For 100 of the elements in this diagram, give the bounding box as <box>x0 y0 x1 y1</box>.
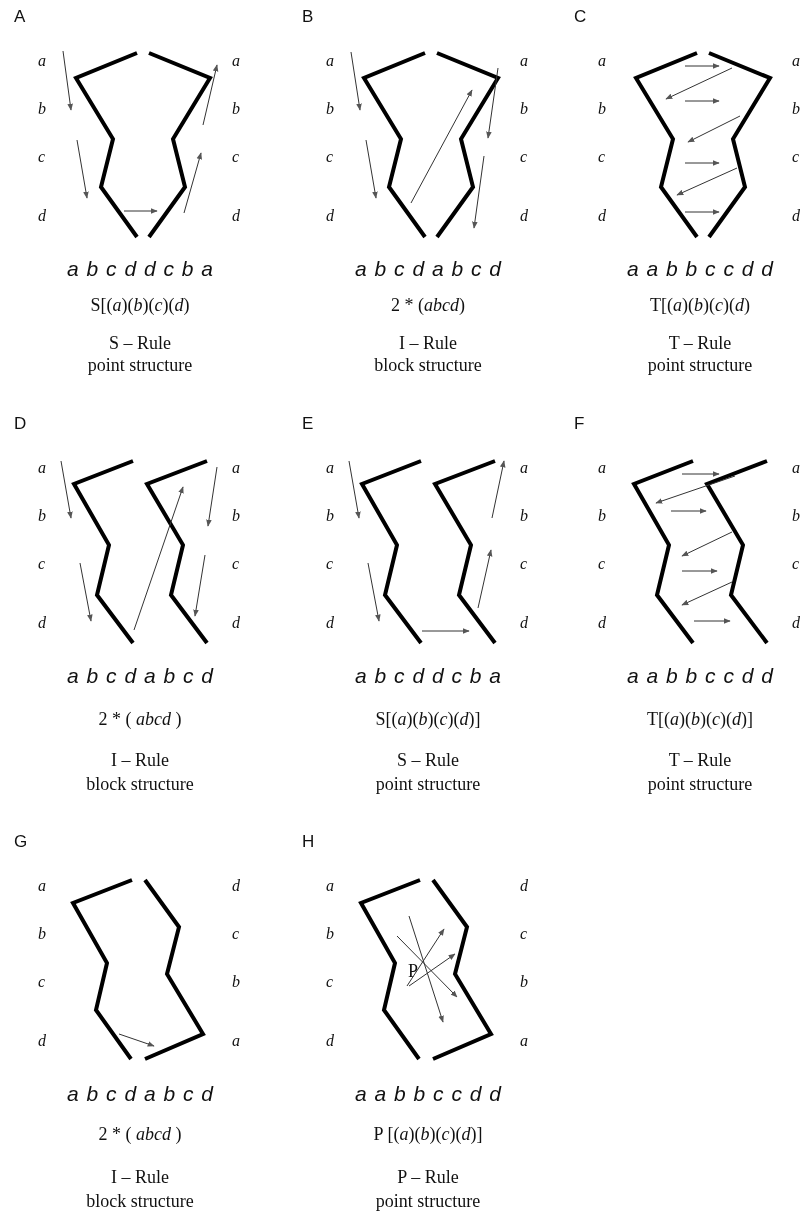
structure-type: block structure <box>86 775 194 793</box>
row-letter: d <box>326 1033 334 1049</box>
row-letter: d <box>232 615 240 631</box>
row-letter: d <box>520 615 528 631</box>
panel-letter: C <box>574 8 587 25</box>
rule-name: S – Rule <box>397 751 459 769</box>
panel-letter: F <box>574 415 585 432</box>
row-letter: a <box>792 460 800 476</box>
row-letter: b <box>326 926 334 942</box>
row-letter: a <box>598 53 606 69</box>
row-letter: a <box>326 53 334 69</box>
rule-name: P – Rule <box>397 1168 459 1186</box>
row-letter: a <box>520 53 528 69</box>
row-letter: a <box>232 460 240 476</box>
row-letter: b <box>326 508 334 524</box>
row-letter: a <box>792 53 800 69</box>
rule-name: I – Rule <box>111 751 169 769</box>
rule-name: I – Rule <box>111 1168 169 1186</box>
structure-type: point structure <box>647 356 753 374</box>
row-letter: d <box>598 615 606 631</box>
row-letter: a <box>38 53 46 69</box>
row-letter: b <box>598 101 606 117</box>
structure-type: point structure <box>375 775 481 793</box>
letter-sequence: a b c d a b c d <box>67 1083 213 1104</box>
row-letter: a <box>232 1033 240 1049</box>
row-letter: c <box>232 149 240 165</box>
row-letter: c <box>520 926 528 942</box>
point-label: P <box>408 962 418 980</box>
row-letter: a <box>38 460 46 476</box>
panel-letter: B <box>302 8 314 25</box>
rule-name: I – Rule <box>399 334 457 352</box>
row-letter: b <box>38 508 46 524</box>
row-letter: c <box>326 149 334 165</box>
row-letter: b <box>792 508 800 524</box>
row-letter: b <box>326 101 334 117</box>
rule-formula: T[(a)(b)(c)(d)] <box>647 710 753 728</box>
row-letter: c <box>232 556 240 572</box>
row-letter: c <box>520 149 528 165</box>
rule-formula: S[(a)(b)(c)(d)] <box>375 710 481 728</box>
row-letter: d <box>38 615 46 631</box>
row-letter: a <box>38 878 46 894</box>
letter-sequence: a b c d d c b a <box>67 258 213 279</box>
row-letter: c <box>598 149 606 165</box>
row-letter: b <box>520 508 528 524</box>
rule-name: T – Rule <box>668 751 732 769</box>
row-letter: c <box>232 926 240 942</box>
row-letter: d <box>326 615 334 631</box>
rule-formula: P [(a)(b)(c)(d)] <box>373 1125 483 1143</box>
rule-formula: 2 * ( abcd ) <box>98 1125 182 1143</box>
row-letter: d <box>520 878 528 894</box>
row-letter: d <box>792 208 800 224</box>
panel-letter: A <box>14 8 26 25</box>
rule-formula: T[(a)(b)(c)(d) <box>650 296 750 314</box>
row-letter: b <box>232 508 240 524</box>
row-letter: a <box>520 1033 528 1049</box>
row-letter: b <box>38 926 46 942</box>
letter-sequence: a a b b c c d d <box>355 1083 501 1104</box>
row-letter: a <box>520 460 528 476</box>
row-letter: b <box>598 508 606 524</box>
letter-sequence: a b c d a b c d <box>67 665 213 686</box>
rule-formula: 2 * ( abcd ) <box>98 710 182 728</box>
row-letter: b <box>520 974 528 990</box>
panel-letter: D <box>14 415 27 432</box>
row-letter: d <box>38 1033 46 1049</box>
structure-type: point structure <box>87 356 193 374</box>
letter-sequence: a b c d a b c d <box>355 258 501 279</box>
panel-letter: E <box>302 415 314 432</box>
rule-formula: 2 * (abcd) <box>391 296 465 314</box>
row-letter: b <box>520 101 528 117</box>
row-letter: c <box>792 556 800 572</box>
row-letter: a <box>598 460 606 476</box>
rule-formula: S[(a)(b)(c)(d) <box>90 296 190 314</box>
rule-name: S – Rule <box>109 334 171 352</box>
row-letter: d <box>792 615 800 631</box>
row-letter: c <box>38 556 46 572</box>
structure-type: point structure <box>375 1192 481 1210</box>
row-letter: d <box>598 208 606 224</box>
row-letter: c <box>520 556 528 572</box>
structure-type: block structure <box>374 356 482 374</box>
row-letter: d <box>232 878 240 894</box>
row-letter: b <box>792 101 800 117</box>
row-letter: c <box>326 556 334 572</box>
panel-letter: H <box>302 833 315 850</box>
row-letter: c <box>598 556 606 572</box>
row-letter: d <box>326 208 334 224</box>
structure-type: block structure <box>86 1192 194 1210</box>
letter-sequence: a a b b c c d d <box>627 258 773 279</box>
row-letter: a <box>326 460 334 476</box>
row-letter: b <box>38 101 46 117</box>
row-letter: b <box>232 101 240 117</box>
row-letter: a <box>326 878 334 894</box>
row-letter: c <box>792 149 800 165</box>
row-letter: c <box>38 974 46 990</box>
row-letter: c <box>38 149 46 165</box>
structure-type: point structure <box>647 775 753 793</box>
letter-sequence: a b c d d c b a <box>355 665 501 686</box>
rule-name: T – Rule <box>668 334 732 352</box>
panel-letter: G <box>14 833 28 850</box>
row-letter: d <box>38 208 46 224</box>
row-letter: d <box>520 208 528 224</box>
